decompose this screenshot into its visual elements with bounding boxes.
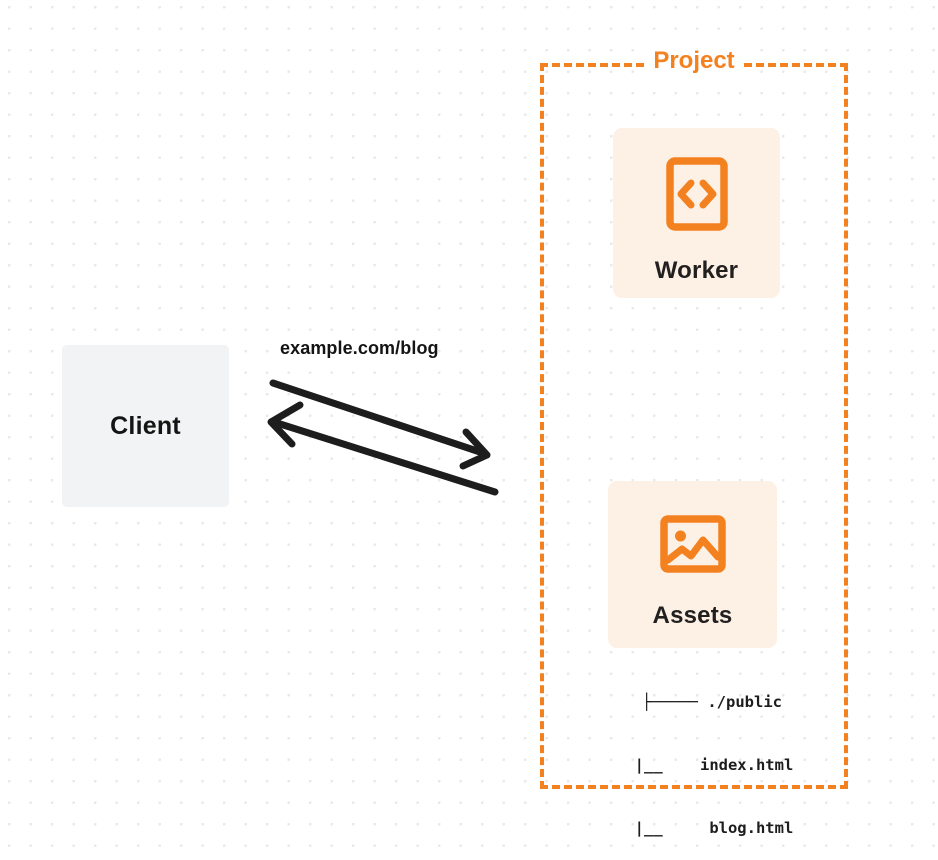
file-tree-row-blog: |__ blog.html (588, 819, 794, 837)
arrow-request (269, 379, 491, 470)
image-icon (659, 513, 726, 580)
edge-request-label: example.com/blog (280, 338, 439, 358)
asset-file-tree: ├───── ./public |__ index.html |__ blog.… (588, 650, 794, 860)
node-worker-label: Worker (654, 257, 739, 284)
file-tree-row-root: ├───── ./public (642, 693, 782, 711)
project-group-label: Project (646, 46, 742, 76)
node-client-label: Client (110, 411, 181, 440)
node-client[interactable]: Client (62, 345, 229, 507)
node-worker[interactable]: Worker (613, 128, 780, 298)
file-tree-row-index: |__ index.html (588, 756, 794, 774)
node-assets[interactable]: Assets (608, 481, 777, 648)
code-brackets-icon (665, 157, 728, 236)
project-group: Project (540, 46, 848, 789)
node-assets-label: Assets (652, 602, 733, 629)
arrow-response (267, 401, 499, 496)
